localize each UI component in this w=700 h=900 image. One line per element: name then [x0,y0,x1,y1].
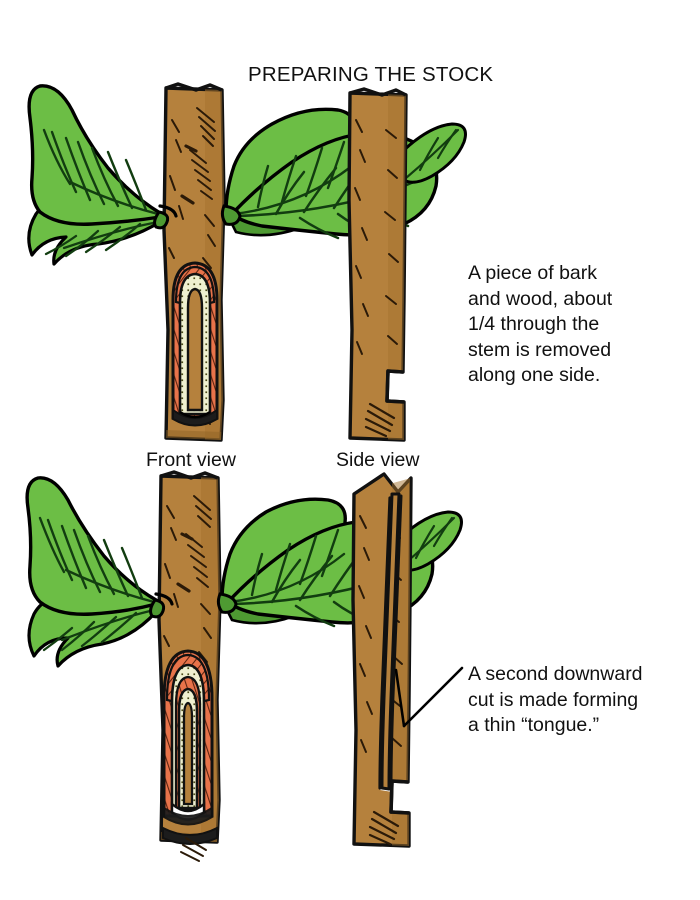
label-side-view: Side view [336,449,420,471]
caption-first-cut: A piece of bark and wood, about 1/4 thro… [468,262,613,387]
side-view-stem-lower [351,472,413,848]
leaf-cluster-left-lower [25,476,174,668]
upper-panel-illustration [27,82,467,442]
tongue-pointer-leader [394,666,464,728]
tongue-sliver [378,492,403,792]
caption-second-cut-tongue: A second downward cut is made forming a … [468,663,643,737]
lower-panel-illustration [25,470,464,862]
bark-texture-side-upper [354,93,406,440]
label-front-view: Front view [146,449,236,471]
leaf-cluster-centre-lower [216,497,463,638]
leaf-cluster-left-upper [27,84,178,266]
side-view-stem-upper [347,87,408,442]
bark-wound-with-tongue-lower [162,649,214,826]
diagram-title: PREPARING THE STOCK [248,63,494,86]
bark-wound-upper [171,261,219,427]
leaf-cluster-centre-upper [220,107,467,240]
